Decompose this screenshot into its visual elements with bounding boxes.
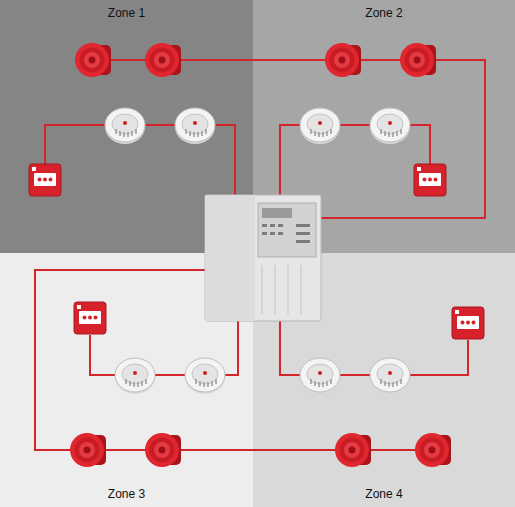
smoke-detector [370,358,410,394]
panel-display [258,203,316,257]
sounders [70,43,451,467]
smoke-detectors [105,108,410,394]
smoke-detector [105,108,145,144]
sounder [400,43,436,77]
detector-circuit-wire [280,125,430,208]
control-panel [205,195,321,321]
detector-circuit-wire [90,318,238,375]
zone-region: Zone 2 [253,0,515,253]
panel-housing [205,195,321,321]
wiring [35,60,485,450]
sounder [75,43,111,77]
call-points [29,164,484,339]
manual-call-point [414,164,446,196]
panel-screen [262,208,292,218]
zone-region: Zone 3 [0,253,253,507]
smoke-detector [300,108,340,144]
panel-buttons [262,224,310,243]
zone-label: Zone 2 [365,6,402,20]
detector-circuit-wire [280,318,468,375]
smoke-detector [115,358,155,394]
smoke-detector [300,358,340,394]
zone-label: Zone 3 [108,487,145,501]
zone-label: Zone 1 [108,6,145,20]
smoke-detector [175,108,215,144]
detector-circuit-wire [45,125,235,196]
sounder [145,433,181,467]
sounder [415,433,451,467]
sounder-circuit-wire [35,270,435,450]
panel-vents [262,265,301,314]
manual-call-point [452,307,484,339]
smoke-detector [185,358,225,394]
manual-call-point [29,164,61,196]
manual-call-point [74,302,106,334]
panel-side [205,195,255,321]
sounder [145,43,181,77]
sounder [335,433,371,467]
sounder-circuit-wire [95,60,485,218]
zone-region: Zone 1 [0,0,253,253]
smoke-detector [370,108,410,144]
zone-region: Zone 4 [253,253,515,507]
zone-label: Zone 4 [365,487,402,501]
sounder [325,43,361,77]
sounder [70,433,106,467]
